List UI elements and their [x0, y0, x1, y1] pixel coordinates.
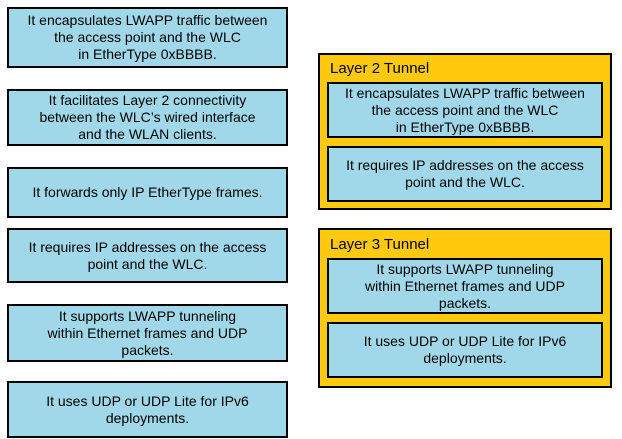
spacer [327, 138, 603, 146]
drag-item-facilitates-layer2[interactable]: It facilitates Layer 2 connectivity betw… [7, 89, 288, 146]
drag-item-requires-ip-addresses[interactable]: It requires IP addresses on the access p… [7, 228, 288, 283]
drop-zone-layer3-tunnel[interactable]: Layer 3 Tunnel It supports LWAPP tunneli… [318, 228, 612, 388]
dropped-item-requires-ip-addresses[interactable]: It requires IP addresses on the access p… [327, 146, 603, 202]
dropped-item-udp-lite-ipv6[interactable]: It uses UDP or UDP Lite for IPv6 deploym… [327, 322, 603, 378]
drag-item-forwards-ip-ethertype[interactable]: It forwards only IP EtherType frames. [7, 167, 288, 218]
dropped-item-encapsulates-lwapp[interactable]: It encapsulates LWAPP traffic between th… [327, 82, 603, 138]
drag-item-udp-lite-ipv6[interactable]: It uses UDP or UDP Lite for IPv6 deploym… [7, 381, 288, 438]
drop-zone-layer2-tunnel[interactable]: Layer 2 Tunnel It encapsulates LWAPP tra… [318, 53, 612, 210]
drag-item-supports-lwapp-tunneling[interactable]: It supports LWAPP tunneling within Ether… [7, 304, 288, 362]
spacer [327, 314, 603, 322]
layer2-tunnel-title: Layer 2 Tunnel [330, 60, 430, 77]
layer3-tunnel-title: Layer 3 Tunnel [330, 235, 430, 253]
dropped-item-supports-lwapp-tunneling[interactable]: It supports LWAPP tunneling within Ether… [327, 258, 603, 314]
drag-item-encapsulates-lwapp[interactable]: It encapsulates LWAPP traffic between th… [7, 7, 288, 68]
